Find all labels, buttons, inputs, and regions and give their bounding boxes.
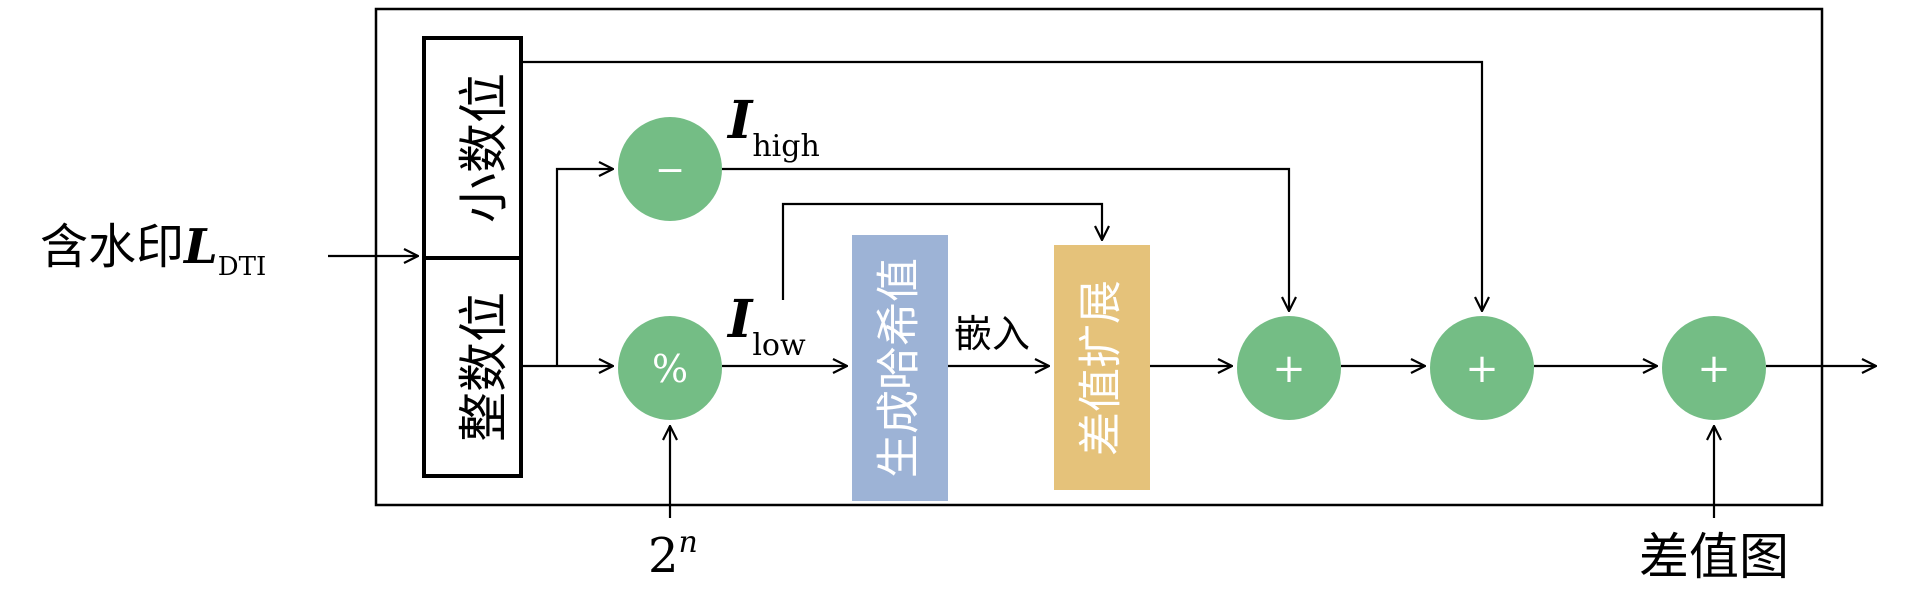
hash-block [852, 235, 948, 501]
ihigh-label: Ihigh [726, 90, 820, 164]
add-node-2 [1430, 316, 1534, 420]
integer-to-minus [555, 169, 613, 366]
input-label: 含水印LDTI [40, 219, 266, 282]
plus-symbol-2: + [1465, 346, 1499, 392]
plus-symbol-1: + [1272, 346, 1306, 392]
modulus-label: 2n [648, 525, 698, 584]
mod-node [618, 316, 722, 420]
add-node-1 [1237, 316, 1341, 420]
ihigh-to-add1 [722, 167, 1289, 311]
ilow-to-expand [781, 202, 1102, 300]
expand-label: 差值扩展 [1076, 280, 1127, 456]
embed-label: 嵌入 [954, 312, 1030, 356]
integer-bits-label: 整数位 [455, 292, 513, 442]
mod-symbol: % [652, 347, 688, 391]
diff-map-label: 差值图 [1639, 528, 1789, 586]
fraction-bits-label: 小数位 [455, 73, 513, 223]
plus-symbol-3: + [1697, 346, 1731, 392]
expand-block [1054, 245, 1150, 490]
add-node-3 [1662, 316, 1766, 420]
minus-symbol: − [655, 150, 685, 191]
minus-node [618, 117, 722, 221]
fraction-to-add2 [521, 60, 1482, 311]
ilow-label: Ilow [726, 289, 806, 363]
hash-label: 生成哈希值 [874, 258, 925, 478]
